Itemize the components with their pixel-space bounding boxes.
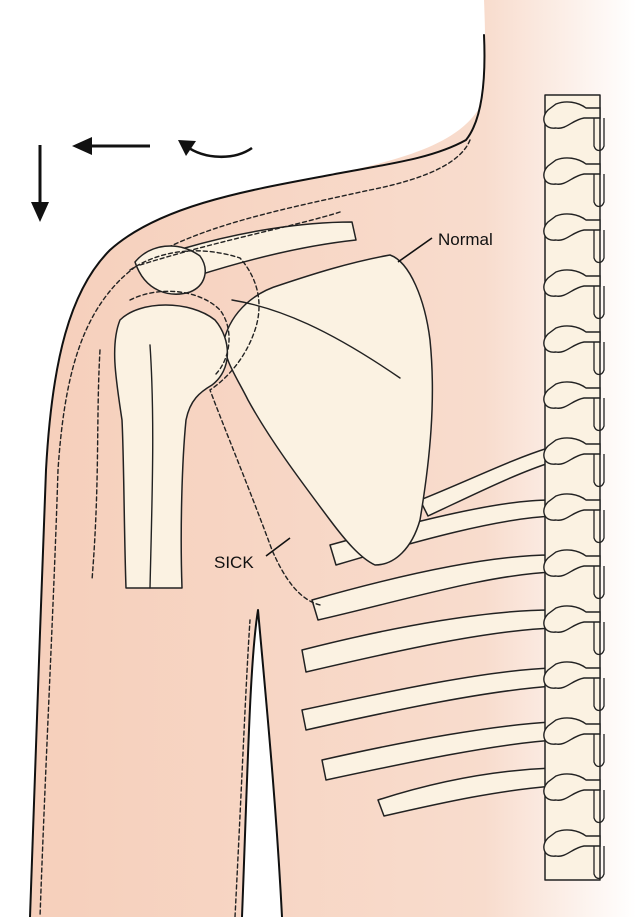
arrow-down-icon <box>31 145 49 222</box>
sick-label: SICK <box>214 553 254 572</box>
rotation-arrow-icon <box>178 140 252 157</box>
normal-label: Normal <box>438 230 493 249</box>
arrow-left-icon <box>72 137 150 155</box>
spine <box>545 95 600 880</box>
